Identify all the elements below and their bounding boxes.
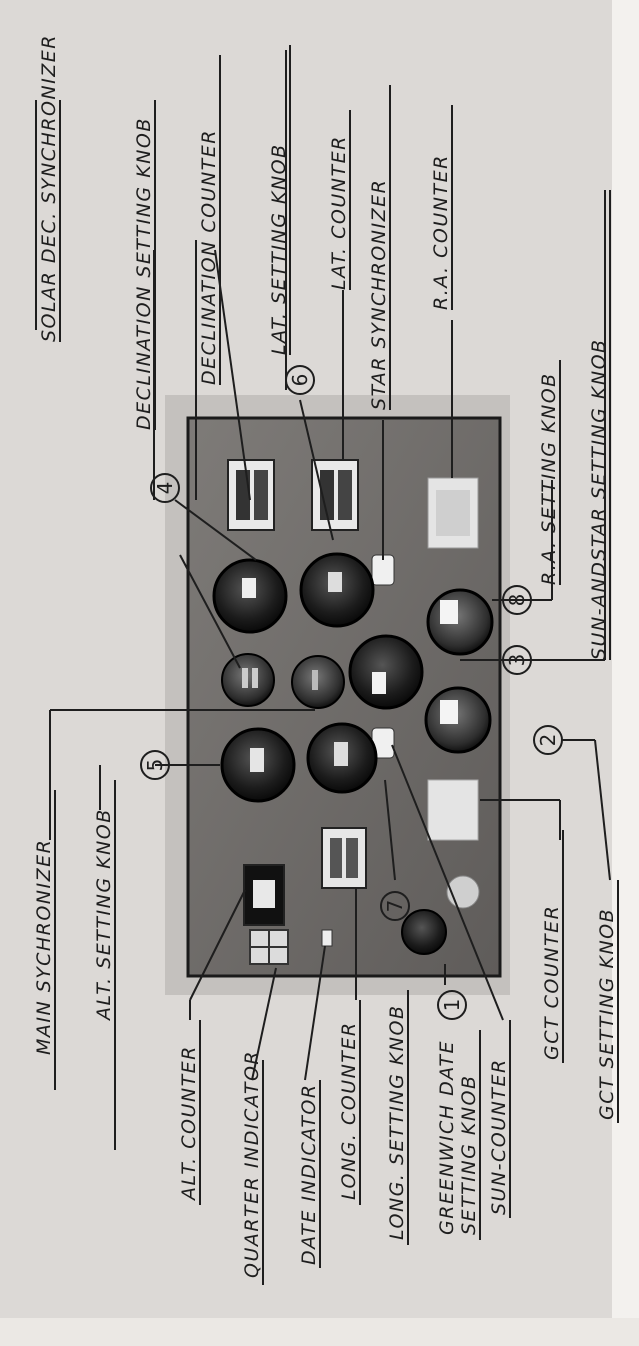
label-long-setting-knob: LONG. SETTING KNOB: [386, 990, 409, 1245]
svg-text:GREENWICH DATE: GREENWICH DATE: [436, 1040, 458, 1235]
callout-3: 3: [502, 645, 532, 675]
callout-circles: 4 6 8 3 2 5 7 1: [140, 365, 563, 1020]
label-solar-dec-synchronizer: SOLAR DEC. SYNCHRONIZER: [38, 34, 61, 342]
label-ra-counter: R.A. COUNTER: [430, 105, 453, 310]
knob-8-sun-and-star-setting-knob[interactable]: [426, 588, 494, 656]
ra-counter-window: [427, 477, 479, 549]
svg-text:SUN-COUNTER: SUN-COUNTER: [488, 1058, 510, 1215]
svg-text:STAR SYNCHRONIZER: STAR SYNCHRONIZER: [368, 179, 390, 410]
callout-6: 6: [285, 365, 315, 395]
callout-5: 5: [140, 750, 170, 780]
svg-text:R.A. SETTING KNOB: R.A. SETTING KNOB: [538, 372, 560, 585]
label-long-counter: LONG. COUNTER: [338, 1000, 361, 1205]
knob-7-long-setting-knob[interactable]: [306, 722, 378, 794]
label-ra-setting-knob: R.A. SETTING KNOB: [538, 360, 561, 585]
labels: SOLAR DEC. SYNCHRONIZER DECLINATION SETT…: [33, 34, 619, 1285]
label-lat-setting-knob: LAT. SETTING KNOB: [268, 45, 291, 355]
svg-text:SOLAR DEC. SYNCHRONIZER: SOLAR DEC. SYNCHRONIZER: [38, 34, 60, 342]
label-main-sychronizer: MAIN SYCHRONIZER: [33, 790, 56, 1090]
knob-3-ra-setting-knob[interactable]: [348, 634, 424, 710]
control-panel: [186, 416, 502, 978]
callout-1: 1: [437, 990, 467, 1020]
label-gct-counter: GCT COUNTER: [541, 830, 564, 1063]
svg-text:R.A. COUNTER: R.A. COUNTER: [430, 154, 452, 310]
date-indicator-window: [321, 929, 333, 947]
svg-text:GCT SETTING KNOB: GCT SETTING KNOB: [596, 908, 618, 1120]
knob-5-alt-setting-knob[interactable]: [220, 727, 296, 803]
label-gct-setting-knob: GCT SETTING KNOB: [596, 880, 619, 1123]
label-alt-setting-knob: ALT. SETTING KNOB: [93, 780, 116, 1150]
callout-8: 8: [502, 585, 532, 615]
svg-text:DECLINATION SETTING KNOB: DECLINATION SETTING KNOB: [133, 117, 155, 430]
svg-text:MAIN SYCHRONIZER: MAIN SYCHRONIZER: [33, 839, 55, 1055]
label-star-synchronizer: STAR SYNCHRONIZER: [368, 85, 391, 410]
declination-counter-window: [227, 459, 275, 531]
page-bottom-edge: [0, 1318, 639, 1346]
svg-text:SETTING KNOB: SETTING KNOB: [458, 1074, 480, 1235]
svg-text:2: 2: [536, 734, 560, 747]
gct-counter-window: [427, 779, 479, 841]
callout-2: 2: [533, 725, 563, 755]
knob-6-lat-setting-knob[interactable]: [299, 552, 375, 628]
svg-text:5: 5: [143, 759, 167, 772]
svg-text:LONG. COUNTER: LONG. COUNTER: [338, 1021, 360, 1200]
label-lat-counter: LAT. COUNTER: [328, 110, 351, 290]
alt-counter-window: [243, 864, 285, 926]
callout-4: 4: [150, 473, 180, 503]
leader-lines: [35, 50, 611, 1081]
callout-7: 7: [380, 891, 410, 921]
svg-text:DATE INDICATOR: DATE INDICATOR: [298, 1083, 320, 1265]
quarter-indicator-window: [249, 929, 289, 965]
svg-text:LAT. COUNTER: LAT. COUNTER: [328, 135, 350, 290]
svg-text:8: 8: [505, 594, 529, 607]
knob-2-gct-setting-knob[interactable]: [424, 686, 492, 754]
label-declination-setting-knob: DECLINATION SETTING KNOB: [133, 100, 156, 430]
svg-text:1: 1: [440, 999, 464, 1012]
svg-text:ALT. COUNTER: ALT. COUNTER: [178, 1045, 200, 1202]
main-synchronizer-knob[interactable]: [291, 655, 345, 709]
svg-text:4: 4: [153, 482, 177, 495]
label-greenwich-date-setting-knob: GREENWICH DATE SETTING KNOB: [436, 1030, 481, 1240]
svg-text:DECLINATION COUNTER: DECLINATION COUNTER: [198, 129, 220, 385]
solar-dec-synchronizer-knob[interactable]: [221, 653, 275, 707]
label-sun-counter: SUN-COUNTER: [488, 1020, 511, 1218]
svg-text:LONG. SETTING KNOB: LONG. SETTING KNOB: [386, 1005, 408, 1241]
label-alt-counter: ALT. COUNTER: [178, 1020, 201, 1205]
label-declination-counter: DECLINATION COUNTER: [198, 55, 221, 385]
knob-1-greenwich-date-setting-knob[interactable]: [401, 909, 447, 955]
label-quarter-indicator: QUARTER INDICATOR: [241, 1050, 264, 1285]
knob-4-declination-setting-knob[interactable]: [212, 558, 288, 634]
label-date-indicator: DATE INDICATOR: [298, 1080, 321, 1268]
svg-text:QUARTER INDICATOR: QUARTER INDICATOR: [241, 1050, 263, 1278]
label-sun-and-star-setting-knob: SUN-ANDSTAR SETTING KNOB: [588, 190, 611, 660]
long-counter-window: [321, 827, 367, 889]
svg-text:7: 7: [383, 900, 407, 913]
svg-text:SUN-ANDSTAR SETTING KNOB: SUN-ANDSTAR SETTING KNOB: [588, 338, 610, 660]
svg-text:3: 3: [505, 654, 529, 667]
svg-text:6: 6: [288, 374, 312, 387]
lat-counter-window: [311, 459, 359, 531]
page-edge: [612, 0, 639, 1346]
svg-text:LAT. SETTING KNOB: LAT. SETTING KNOB: [268, 143, 290, 355]
svg-text:GCT COUNTER: GCT COUNTER: [541, 905, 563, 1060]
svg-text:ALT. SETTING KNOB: ALT. SETTING KNOB: [93, 808, 115, 1022]
